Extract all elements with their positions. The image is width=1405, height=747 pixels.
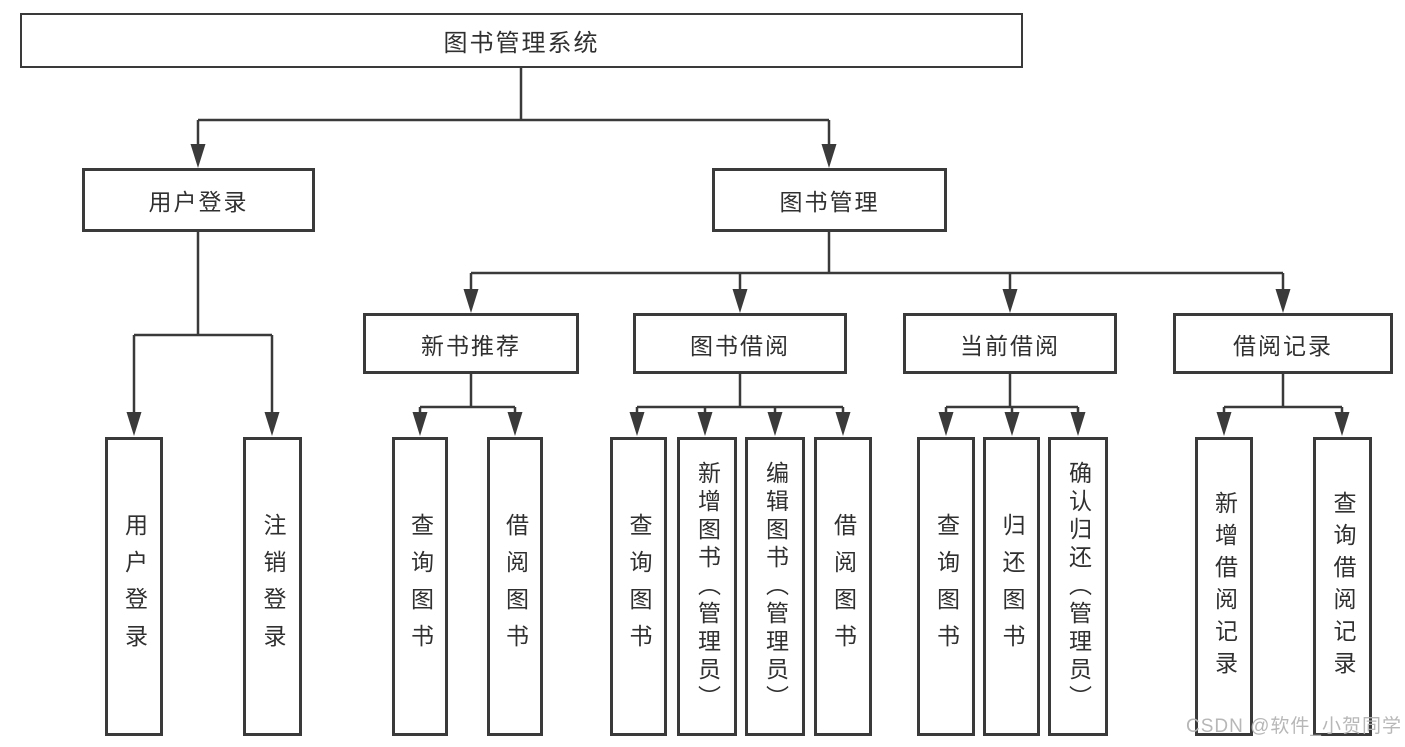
leaf-user-login: 用户登录: [105, 437, 163, 736]
node-book-borrow: 图书借阅: [633, 313, 847, 374]
leaf-add-book-admin: 新增图书（管理员）: [677, 437, 737, 736]
leaf-return-book-label: 归还图书: [999, 512, 1025, 661]
node-book-borrow-label: 图书借阅: [690, 332, 790, 359]
node-system-root-label: 图书管理系统: [443, 30, 600, 57]
node-borrow-records-label: 借阅记录: [1233, 332, 1333, 359]
leaf-user-login-label: 用户登录: [121, 512, 148, 661]
csdn-watermark: CSDN @软件_小贺同学: [1186, 716, 1402, 737]
leaf-query-books-recommend: 查询图书: [392, 437, 448, 736]
leaf-confirm-return-admin-label: 确认归还（管理员）: [1065, 460, 1092, 713]
leaf-edit-book-admin: 编辑图书（管理员）: [745, 437, 805, 736]
leaf-borrow-books-recommend: 借阅图书: [487, 437, 543, 736]
node-user-login: 用户登录: [82, 168, 315, 232]
leaf-query-books-current: 查询图书: [917, 437, 975, 736]
leaf-add-book-admin-label: 新增图书（管理员）: [694, 460, 721, 713]
leaf-query-books-borrow-label: 查询图书: [626, 512, 652, 661]
leaf-borrow-books: 借阅图书: [814, 437, 872, 736]
node-current-borrow: 当前借阅: [903, 313, 1117, 374]
leaf-confirm-return-admin: 确认归还（管理员）: [1048, 437, 1108, 736]
leaf-query-borrow-record-label: 查询借阅记录: [1330, 490, 1356, 683]
leaf-borrow-books-recommend-label: 借阅图书: [502, 512, 529, 661]
node-current-borrow-label: 当前借阅: [960, 332, 1060, 359]
node-book-management: 图书管理: [712, 168, 947, 232]
leaf-edit-book-admin-label: 编辑图书（管理员）: [762, 460, 789, 713]
node-system-root: 图书管理系统: [20, 13, 1023, 68]
leaf-add-borrow-record: 新增借阅记录: [1195, 437, 1253, 736]
node-new-book-recommend: 新书推荐: [363, 313, 579, 374]
node-book-management-label: 图书管理: [779, 189, 880, 215]
node-user-login-label: 用户登录: [148, 189, 249, 215]
leaf-logout-label: 注销登录: [260, 512, 286, 661]
leaf-borrow-books-label: 借阅图书: [830, 512, 857, 661]
node-new-book-recommend-label: 新书推荐: [421, 332, 521, 359]
leaf-query-books-recommend-label: 查询图书: [407, 512, 434, 661]
leaf-query-books-current-label: 查询图书: [933, 512, 960, 661]
leaf-query-borrow-record: 查询借阅记录: [1313, 437, 1372, 736]
arrowheads: [126, 144, 1350, 436]
node-borrow-records: 借阅记录: [1173, 313, 1393, 374]
leaf-return-book: 归还图书: [983, 437, 1040, 736]
leaf-logout: 注销登录: [243, 437, 302, 736]
leaf-add-borrow-record-label: 新增借阅记录: [1211, 490, 1238, 683]
leaf-query-books-borrow: 查询图书: [610, 437, 667, 736]
